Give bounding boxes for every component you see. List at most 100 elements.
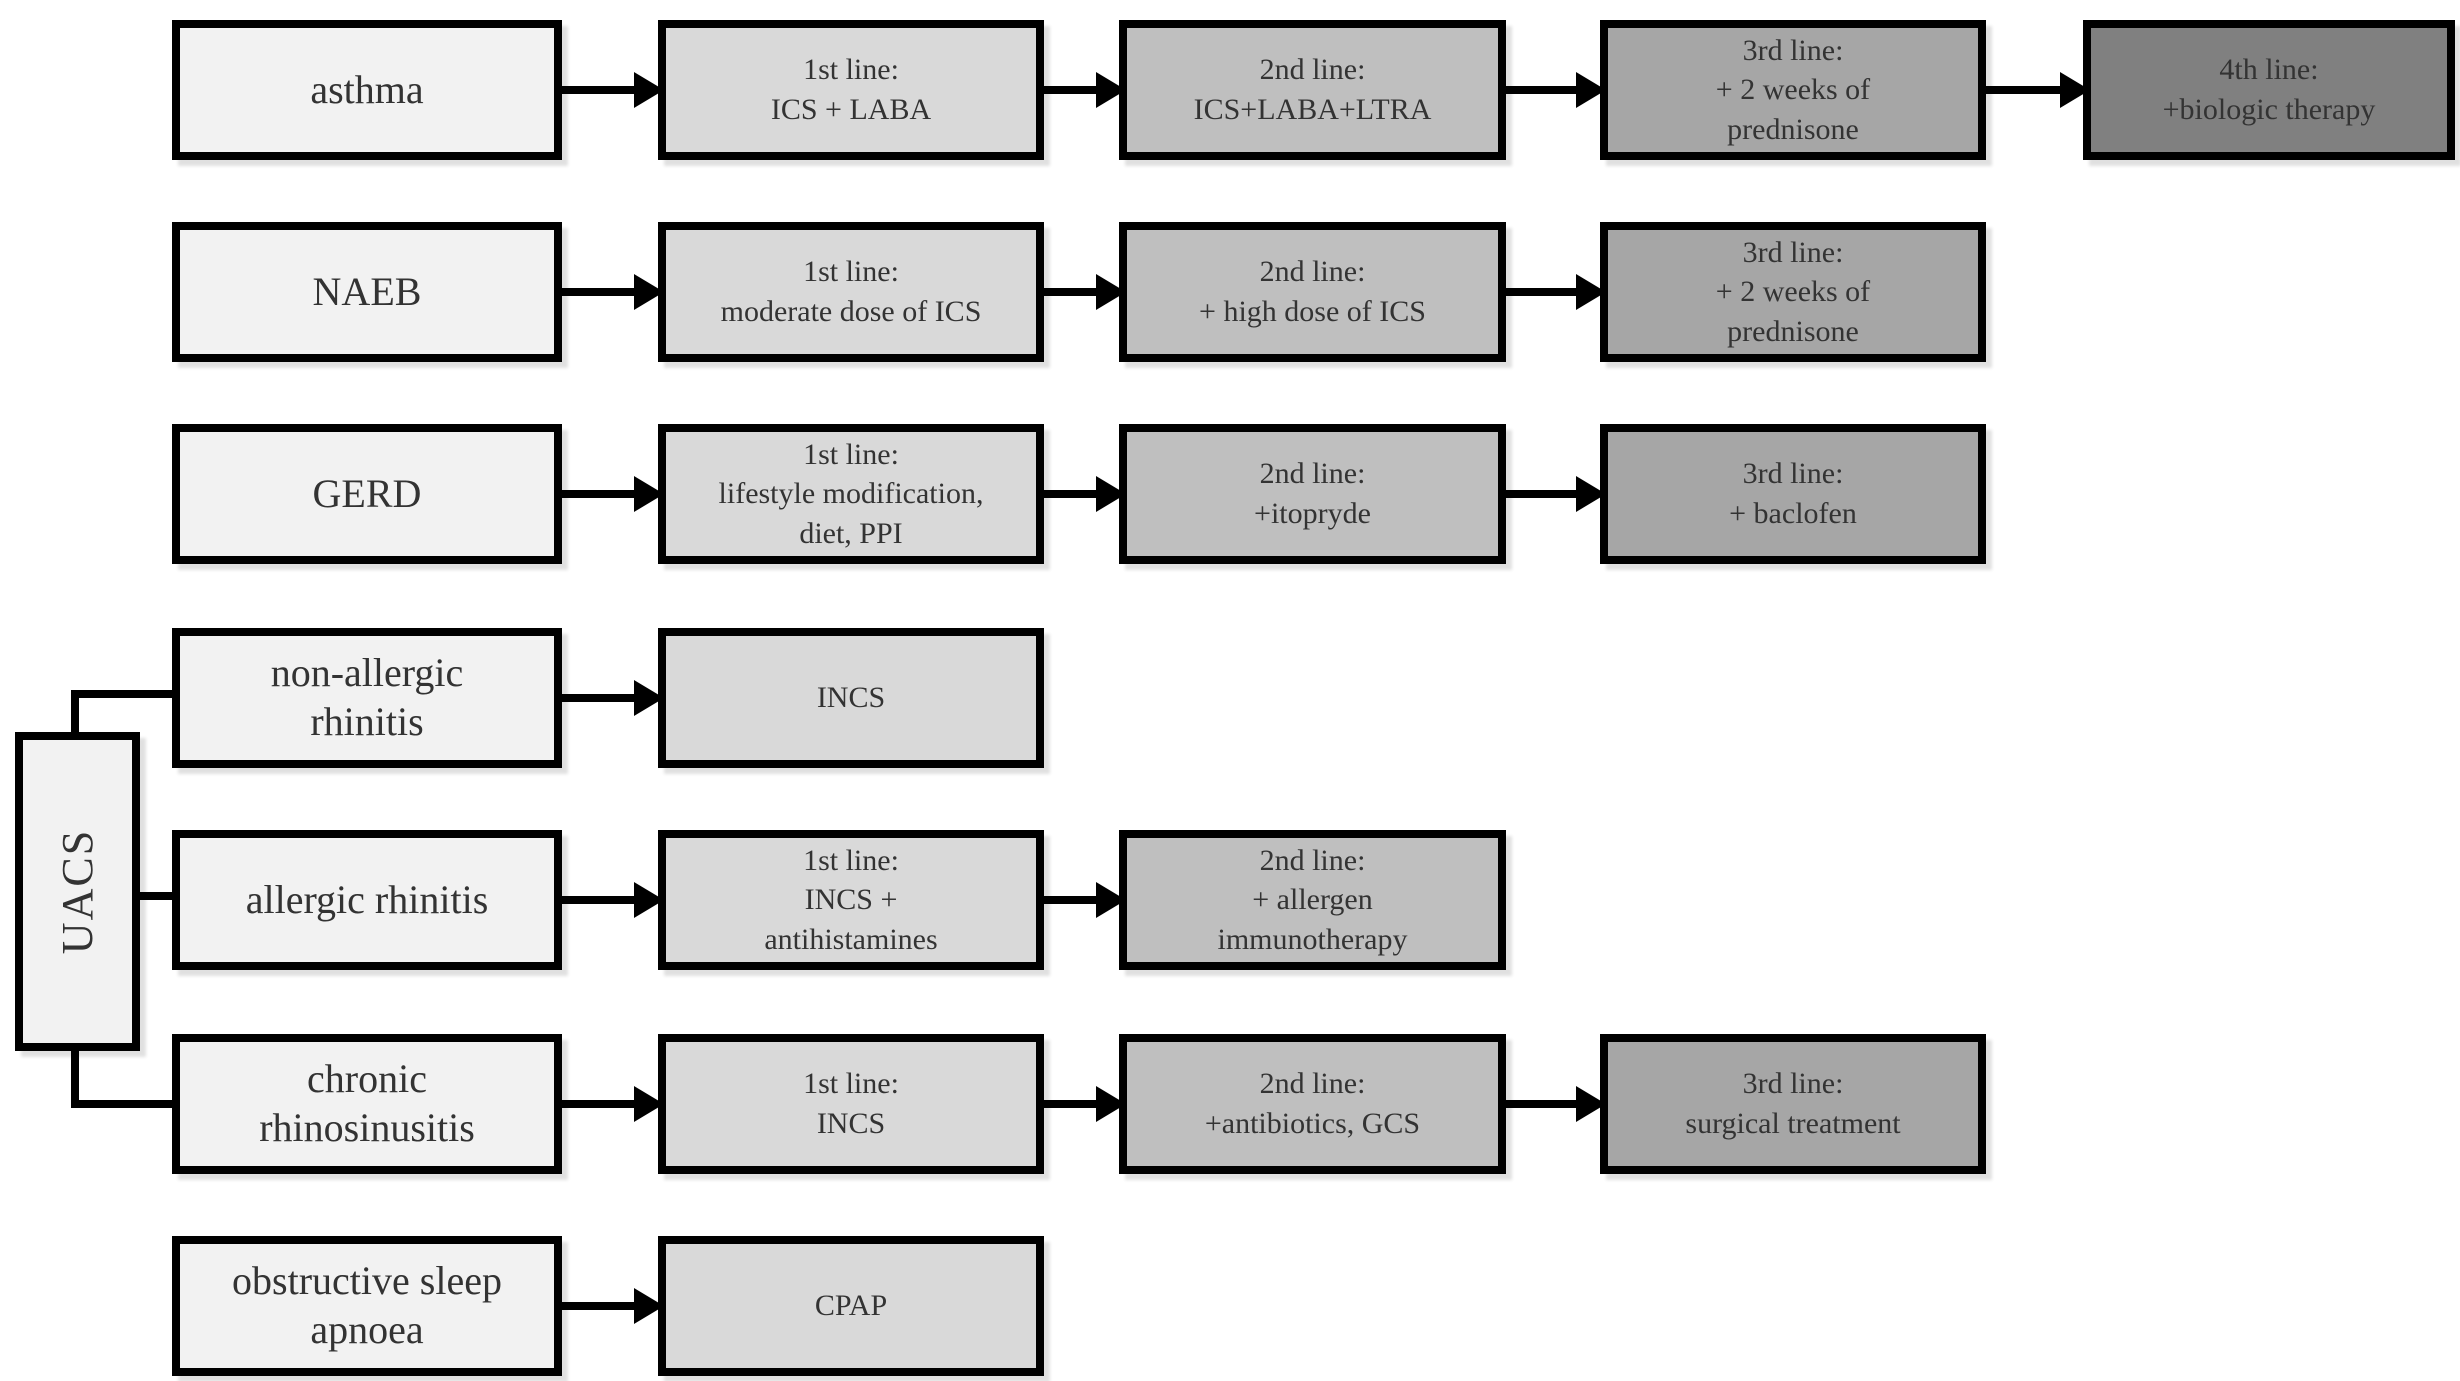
box-text-line: 3rd line: [1742,1067,1844,1101]
treatment-box-allergic-rhinitis-2nd-line: 2nd line: + allergen immunotherapy [1119,830,1506,970]
arrow-shaft [556,490,642,498]
arrow-shaft [1038,896,1104,904]
box-text-line: prednisone [1727,314,1859,348]
box-text-line: + baclofen [1729,497,1857,530]
flow-arrow [556,72,664,108]
arrow-head-icon [1096,72,1126,108]
treatment-box-incs: INCS [658,628,1044,768]
treatment-box-naeb-3rd-line: 3rd line: + 2 weeks of prednisone [1600,222,1986,362]
box-text-line: + allergen [1252,883,1373,917]
box-text-line: 2nd line: [1259,1067,1366,1101]
arrow-shaft [1038,288,1104,296]
treatment-box-asthma-4th-line: 4th line: +biologic therapy [2083,20,2455,160]
arrow-shaft [1500,86,1584,94]
arrow-head-icon [634,1086,664,1122]
flow-arrow [556,882,664,918]
arrow-head-icon [1576,476,1606,512]
arrow-head-icon [1576,1086,1606,1122]
condition-box-naeb: NAEB [172,222,562,362]
box-text-line: diet, PPI [799,516,903,550]
box-text-line: allergic rhinitis [245,876,489,922]
uacs-branch-line-top-vertical [71,690,79,740]
treatment-box-gerd-3rd-line: 3rd line: + baclofen [1600,424,1986,564]
condition-box-chronic-rhinosinusitis: chronic rhinosinusitis [172,1034,562,1174]
box-text-line: +antibiotics, GCS [1204,1107,1421,1140]
flow-arrow [1500,72,1606,108]
box-text-line: GERD [312,470,422,516]
treatment-box-crs-2nd-line: 2nd line: +antibiotics, GCS [1119,1034,1506,1174]
arrow-shaft [1500,288,1584,296]
box-text-line: obstructive sleep [232,1258,502,1304]
box-text-line: 4th line: [2219,53,2319,87]
box-text-line: 3rd line: [1742,33,1844,67]
box-text-line: CPAP [814,1289,888,1323]
flow-arrow [1500,476,1606,512]
box-text-line: +biologic therapy [2162,93,2376,126]
uacs-branch-line-middle [136,892,180,900]
arrow-head-icon [634,72,664,108]
treatment-box-crs-3rd-line: 3rd line: surgical treatment [1600,1034,1986,1174]
box-text-line: + 2 weeks of [1715,73,1871,107]
condition-box-obstructive-sleep-apnoea: obstructive sleep apnoea [172,1236,562,1376]
treatment-box-allergic-rhinitis-1st-line: 1st line: INCS + antihistamines [658,830,1044,970]
arrow-shaft [556,1302,642,1310]
box-text-line: 1st line: [803,53,899,87]
box-text-line: lifestyle modification, [718,477,984,511]
flow-arrow [556,1086,664,1122]
arrow-head-icon [634,274,664,310]
treatment-box-cpap: CPAP [658,1236,1044,1376]
arrow-head-icon [634,1288,664,1324]
box-text-line: NAEB [312,268,422,314]
arrow-head-icon [1096,274,1126,310]
flow-arrow [1500,1086,1606,1122]
arrow-head-icon [2060,72,2090,108]
condition-box-non-allergic-rhinitis: non-allergic rhinitis [172,628,562,768]
arrow-shaft [1500,490,1584,498]
box-text-line: 2nd line: [1259,843,1366,877]
box-text-line: surgical treatment [1685,1107,1901,1140]
treatment-box-naeb-1st-line: 1st line: moderate dose of ICS [658,222,1044,362]
arrow-head-icon [634,476,664,512]
flow-arrow [1038,882,1126,918]
box-text-line: INCS [816,681,886,715]
box-text-line: ICS + LABA [770,93,932,126]
arrow-head-icon [1576,274,1606,310]
condition-box-gerd: GERD [172,424,562,564]
arrow-head-icon [1576,72,1606,108]
box-text-line: INCS + [804,883,898,917]
arrow-shaft [1038,490,1104,498]
box-text-line: ICS+LABA+LTRA [1193,93,1432,126]
arrow-head-icon [1096,476,1126,512]
box-text-line: UACS [53,828,102,955]
box-text-line: 2nd line: [1259,457,1366,491]
arrow-head-icon [634,882,664,918]
box-text-line: antihistamines [764,922,938,956]
box-text-line: apnoea [310,1307,424,1352]
uacs-branch-line-bottom-vertical [71,1045,79,1108]
treatment-box-asthma-2nd-line: 2nd line: ICS+LABA+LTRA [1119,20,1506,160]
uacs-branch-line-bottom-horizontal [71,1100,180,1108]
box-text-line: INCS [816,1107,886,1140]
box-text-line: 3rd line: [1742,235,1844,269]
flow-arrow [1038,274,1126,310]
arrow-shaft [556,896,642,904]
treatment-box-gerd-2nd-line: 2nd line: +itopryde [1119,424,1506,564]
arrow-head-icon [1096,1086,1126,1122]
arrow-shaft [1038,1100,1104,1108]
treatment-box-asthma-3rd-line: 3rd line: + 2 weeks of prednisone [1600,20,1986,160]
arrow-shaft [556,86,642,94]
treatment-box-naeb-2nd-line: 2nd line: + high dose of ICS [1119,222,1506,362]
treatment-box-crs-1st-line: 1st line: INCS [658,1034,1044,1174]
flow-arrow [556,274,664,310]
arrow-shaft [556,694,642,702]
flow-arrow [556,476,664,512]
box-text-line: + 2 weeks of [1715,275,1871,309]
box-text-line: rhinosinusitis [259,1105,475,1150]
box-text-line: 1st line: [803,255,899,289]
box-text-line: 3rd line: [1742,457,1844,491]
arrow-shaft [1038,86,1104,94]
box-text-line: moderate dose of ICS [720,295,982,328]
box-text-line: + high dose of ICS [1199,295,1426,328]
flow-arrow [1038,476,1126,512]
uacs-branch-line-top-horizontal [71,690,180,698]
